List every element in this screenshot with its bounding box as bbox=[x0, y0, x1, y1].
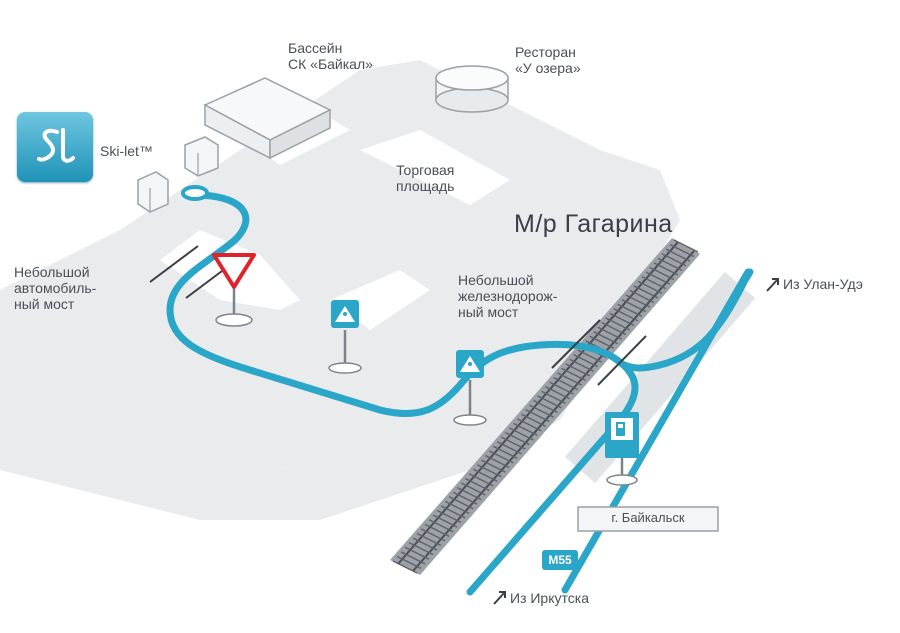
start-marker bbox=[181, 185, 209, 201]
railway-tie bbox=[637, 280, 663, 294]
from-irkutsk-label: Из Иркутска bbox=[510, 590, 589, 606]
railway-tie bbox=[493, 445, 518, 459]
pedestrian-crossing-sign-icon bbox=[328, 300, 362, 374]
railway-tie bbox=[533, 399, 558, 414]
railway-tie bbox=[444, 500, 470, 515]
railway-tie bbox=[629, 289, 655, 304]
rail-bridge bbox=[551, 319, 647, 386]
railway-tie bbox=[481, 459, 506, 473]
railway-tie bbox=[497, 441, 522, 455]
railway-tie bbox=[669, 243, 695, 258]
railway-tie bbox=[440, 505, 466, 519]
railway-tie bbox=[472, 468, 498, 482]
railway-tie bbox=[404, 546, 430, 560]
railway-tie bbox=[464, 477, 490, 492]
restaurant-building bbox=[435, 65, 509, 113]
railway-tie bbox=[593, 331, 619, 345]
railway-tie bbox=[416, 532, 442, 547]
railway-tie bbox=[569, 358, 594, 372]
gas-station-sign-icon bbox=[605, 412, 639, 486]
railway-ties bbox=[392, 239, 699, 574]
railway-tie bbox=[420, 528, 446, 542]
railway-tie bbox=[545, 386, 570, 400]
railway-tie bbox=[448, 496, 474, 510]
railway-tie bbox=[653, 262, 679, 276]
railway-tie bbox=[509, 427, 534, 441]
railway-tie bbox=[436, 509, 462, 524]
railway-tie bbox=[456, 487, 482, 501]
railway-tie bbox=[392, 560, 418, 574]
railway-tie bbox=[537, 395, 562, 409]
railway-tie bbox=[529, 404, 554, 418]
m55-road-lane bbox=[561, 268, 752, 594]
railway-tie bbox=[400, 551, 426, 565]
railway-tie bbox=[625, 294, 651, 308]
railway-tie bbox=[468, 473, 494, 487]
skilet-label: Ski-let™ bbox=[100, 143, 153, 159]
railway-tie bbox=[476, 464, 502, 478]
railway-tie bbox=[553, 376, 578, 391]
railway-tie bbox=[489, 450, 514, 464]
small-car-bridge-label: Небольшой автомобиль- ный мост bbox=[14, 264, 97, 312]
baikalsk-sign-board bbox=[577, 506, 719, 532]
railway-tie bbox=[408, 542, 434, 556]
direction-arrow-icon bbox=[493, 591, 506, 605]
pool-label: Бассейн СК «Байкал» bbox=[288, 40, 373, 72]
railway-tie bbox=[460, 482, 486, 496]
m55-shield bbox=[542, 550, 578, 570]
from-ulan-ude-label: Из Улан-Удэ bbox=[783, 276, 863, 292]
skilet-kiosk-1 bbox=[184, 136, 219, 177]
railway-tie bbox=[501, 436, 526, 450]
railway-tie bbox=[641, 276, 667, 290]
railway-tie bbox=[525, 409, 550, 423]
railway-tie bbox=[577, 349, 602, 363]
baikalsk-sign-label: г. Байкальск bbox=[611, 510, 685, 525]
railway-tie bbox=[665, 248, 691, 262]
railway-tie bbox=[428, 519, 454, 533]
skilet-kiosk-2 bbox=[137, 171, 169, 213]
railway-tie bbox=[485, 454, 510, 469]
railway-tie bbox=[561, 367, 586, 382]
market-label: Торговая площадь bbox=[396, 162, 455, 194]
railway-tie bbox=[452, 491, 478, 505]
railway-tie bbox=[617, 303, 643, 317]
railway-tie bbox=[621, 298, 647, 313]
railway-tie bbox=[505, 431, 530, 446]
railway-tie bbox=[649, 266, 675, 281]
railway-tie bbox=[597, 326, 623, 340]
railway-tie bbox=[573, 354, 598, 368]
railway-tie bbox=[661, 253, 687, 267]
railway-tie bbox=[605, 317, 631, 331]
railway-tie bbox=[549, 381, 574, 395]
railway-tie bbox=[541, 390, 566, 404]
railway-tie bbox=[521, 413, 546, 427]
railway-tie bbox=[645, 271, 671, 285]
railway-tie bbox=[609, 312, 635, 326]
restaurant-label: Ресторан «У озера» bbox=[515, 44, 581, 76]
railway-tie bbox=[657, 257, 683, 271]
railway-tie bbox=[432, 514, 458, 528]
railway-tie bbox=[396, 555, 422, 570]
railway-tie bbox=[557, 372, 582, 386]
railway-tie bbox=[565, 363, 590, 377]
small-rail-bridge-label: Небольшой железнодорож- ный мост bbox=[458, 272, 558, 320]
railway-tie bbox=[673, 239, 699, 253]
pedestrian-crossing-sign-icon bbox=[453, 350, 487, 426]
railway-tie bbox=[601, 321, 627, 336]
railway-tie bbox=[513, 422, 538, 437]
railway-tie bbox=[633, 285, 659, 299]
railway-tie bbox=[613, 308, 639, 322]
railway-tie bbox=[589, 335, 615, 349]
district-title: М/р Гагарина bbox=[514, 210, 673, 238]
skilet-logo-icon bbox=[17, 112, 93, 182]
pool-building bbox=[203, 77, 332, 160]
railway-tie bbox=[424, 523, 450, 537]
m55-label: M55 bbox=[548, 553, 572, 567]
yield-sign-icon bbox=[212, 253, 256, 327]
railway-tie bbox=[517, 418, 542, 432]
direction-arrow-icon bbox=[766, 278, 779, 292]
railway-tie bbox=[412, 537, 438, 551]
